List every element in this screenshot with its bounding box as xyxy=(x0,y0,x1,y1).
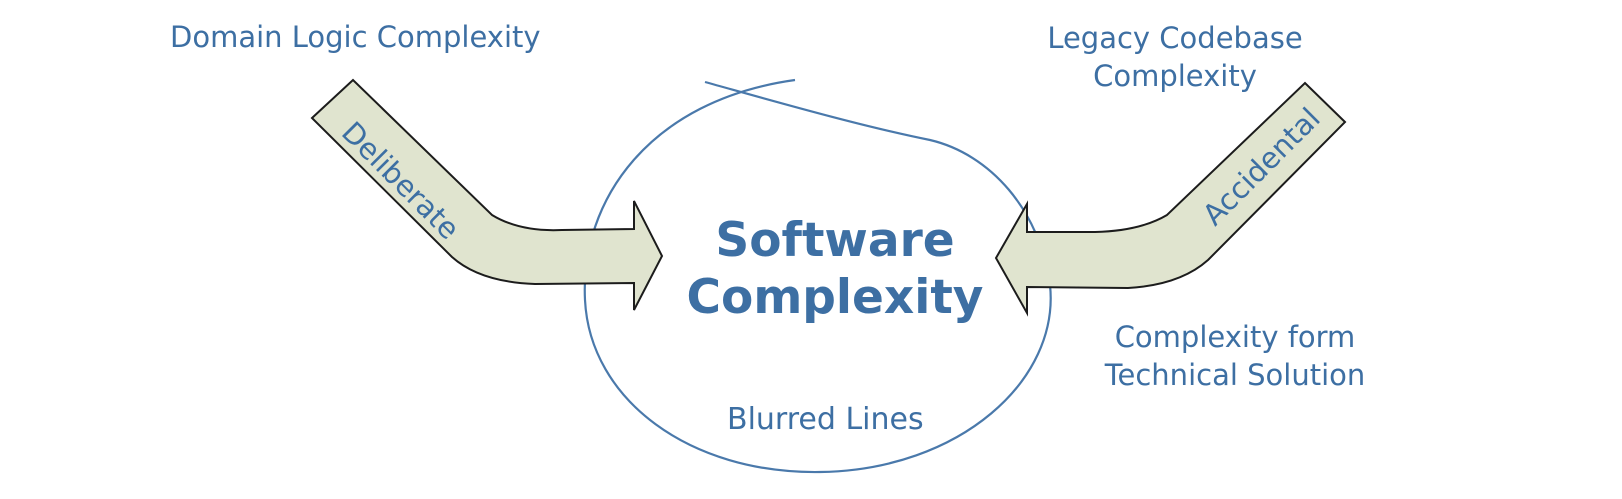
accidental-arrow xyxy=(994,81,1347,317)
software-complexity-title: Software Complexity xyxy=(640,212,1030,326)
domain-logic-complexity-label: Domain Logic Complexity xyxy=(170,20,541,54)
title-line-2: Complexity xyxy=(686,270,984,325)
legacy-codebase-complexity-label: Legacy Codebase Complexity xyxy=(1025,19,1325,95)
technical-solution-complexity-label: Complexity form Technical Solution xyxy=(1090,318,1380,394)
blurred-lines-label: Blurred Lines xyxy=(727,402,924,437)
technical-label-line-2: Technical Solution xyxy=(1104,358,1366,392)
legacy-label-line-2: Complexity xyxy=(1093,59,1257,93)
legacy-label-line-1: Legacy Codebase xyxy=(1047,21,1303,55)
deliberate-arrow xyxy=(310,78,664,311)
accidental-arrow-label: Accidental xyxy=(1196,101,1327,232)
title-line-1: Software xyxy=(715,213,955,268)
technical-label-line-1: Complexity form xyxy=(1114,320,1356,354)
